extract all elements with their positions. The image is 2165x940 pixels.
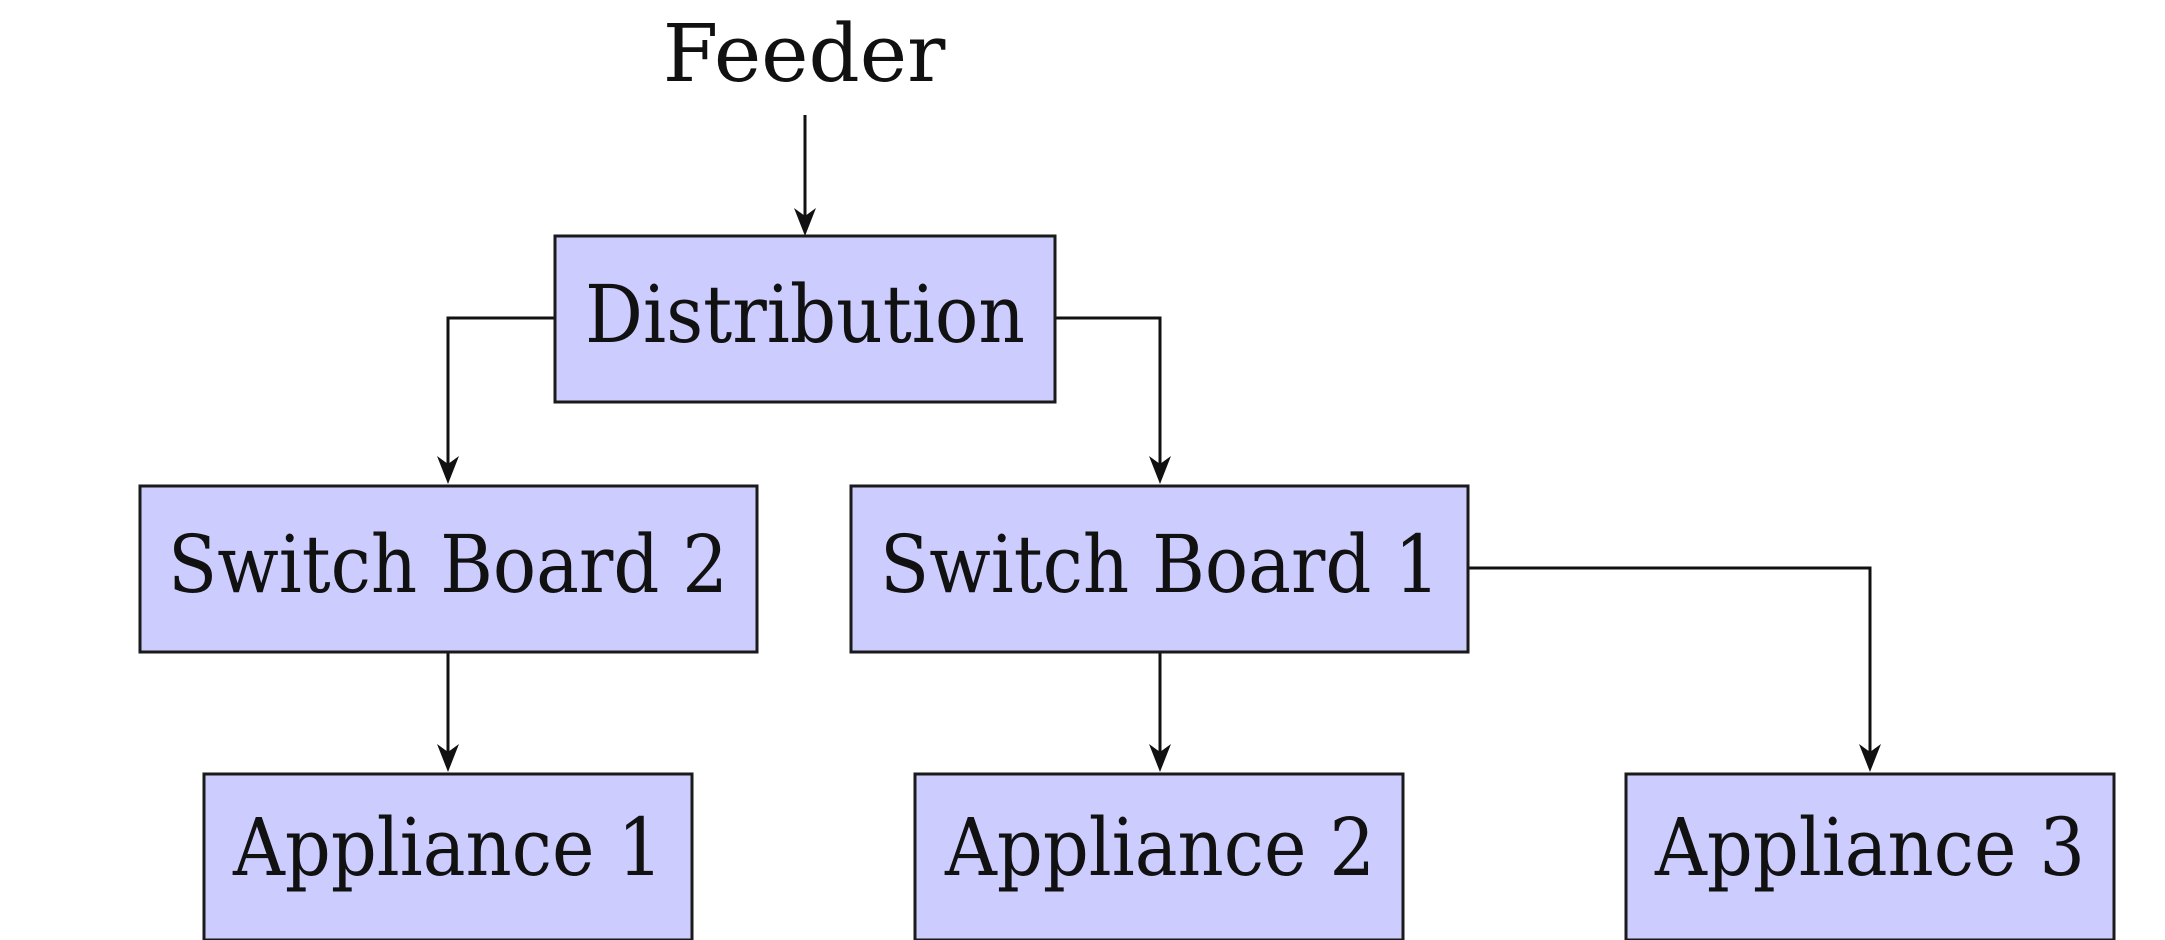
arrowhead-switch-board-1: [1149, 456, 1171, 484]
edge-distribution-switch-board-2: [446, 316, 555, 470]
arrowhead-appliance-1: [437, 744, 459, 772]
appliance-3-node: Appliance 3: [1624, 772, 2116, 940]
appliance-1-box: [202, 772, 694, 940]
arrowhead-distribution: [794, 208, 816, 236]
appliance-1-node: Appliance 1: [202, 772, 694, 940]
appliance-2-label: Appliance 2: [944, 801, 1375, 894]
arrowhead-appliance-3: [1859, 744, 1881, 772]
distribution-node: Distribution: [553, 234, 1057, 404]
switch-board-2-label: Switch Board 2: [168, 518, 728, 611]
appliance-2-node: Appliance 2: [913, 772, 1405, 940]
appliance-3-label: Appliance 3: [1654, 801, 2085, 894]
switch-board-2-node: Switch Board 2: [138, 484, 759, 654]
distribution-label: Distribution: [585, 268, 1025, 361]
edge-switch-board-1-appliance-3: [1468, 566, 1872, 758]
switch-board-1-box: [849, 484, 1470, 654]
feeder-label: Feeder: [663, 7, 946, 100]
switch-board-1-label: Switch Board 1: [880, 518, 1440, 611]
arrowhead-appliance-2: [1149, 744, 1171, 772]
appliance-1-label: Appliance 1: [232, 801, 663, 894]
appliance-3-box: [1624, 772, 2116, 940]
arrowhead-switch-board-2: [437, 456, 459, 484]
distribution-box: [553, 234, 1057, 404]
edge-distribution-switch-board-1: [1055, 316, 1162, 470]
switch-board-2-box: [138, 484, 759, 654]
switch-board-1-node: Switch Board 1: [849, 484, 1470, 654]
edges: [437, 115, 1881, 772]
appliance-2-box: [913, 772, 1405, 940]
